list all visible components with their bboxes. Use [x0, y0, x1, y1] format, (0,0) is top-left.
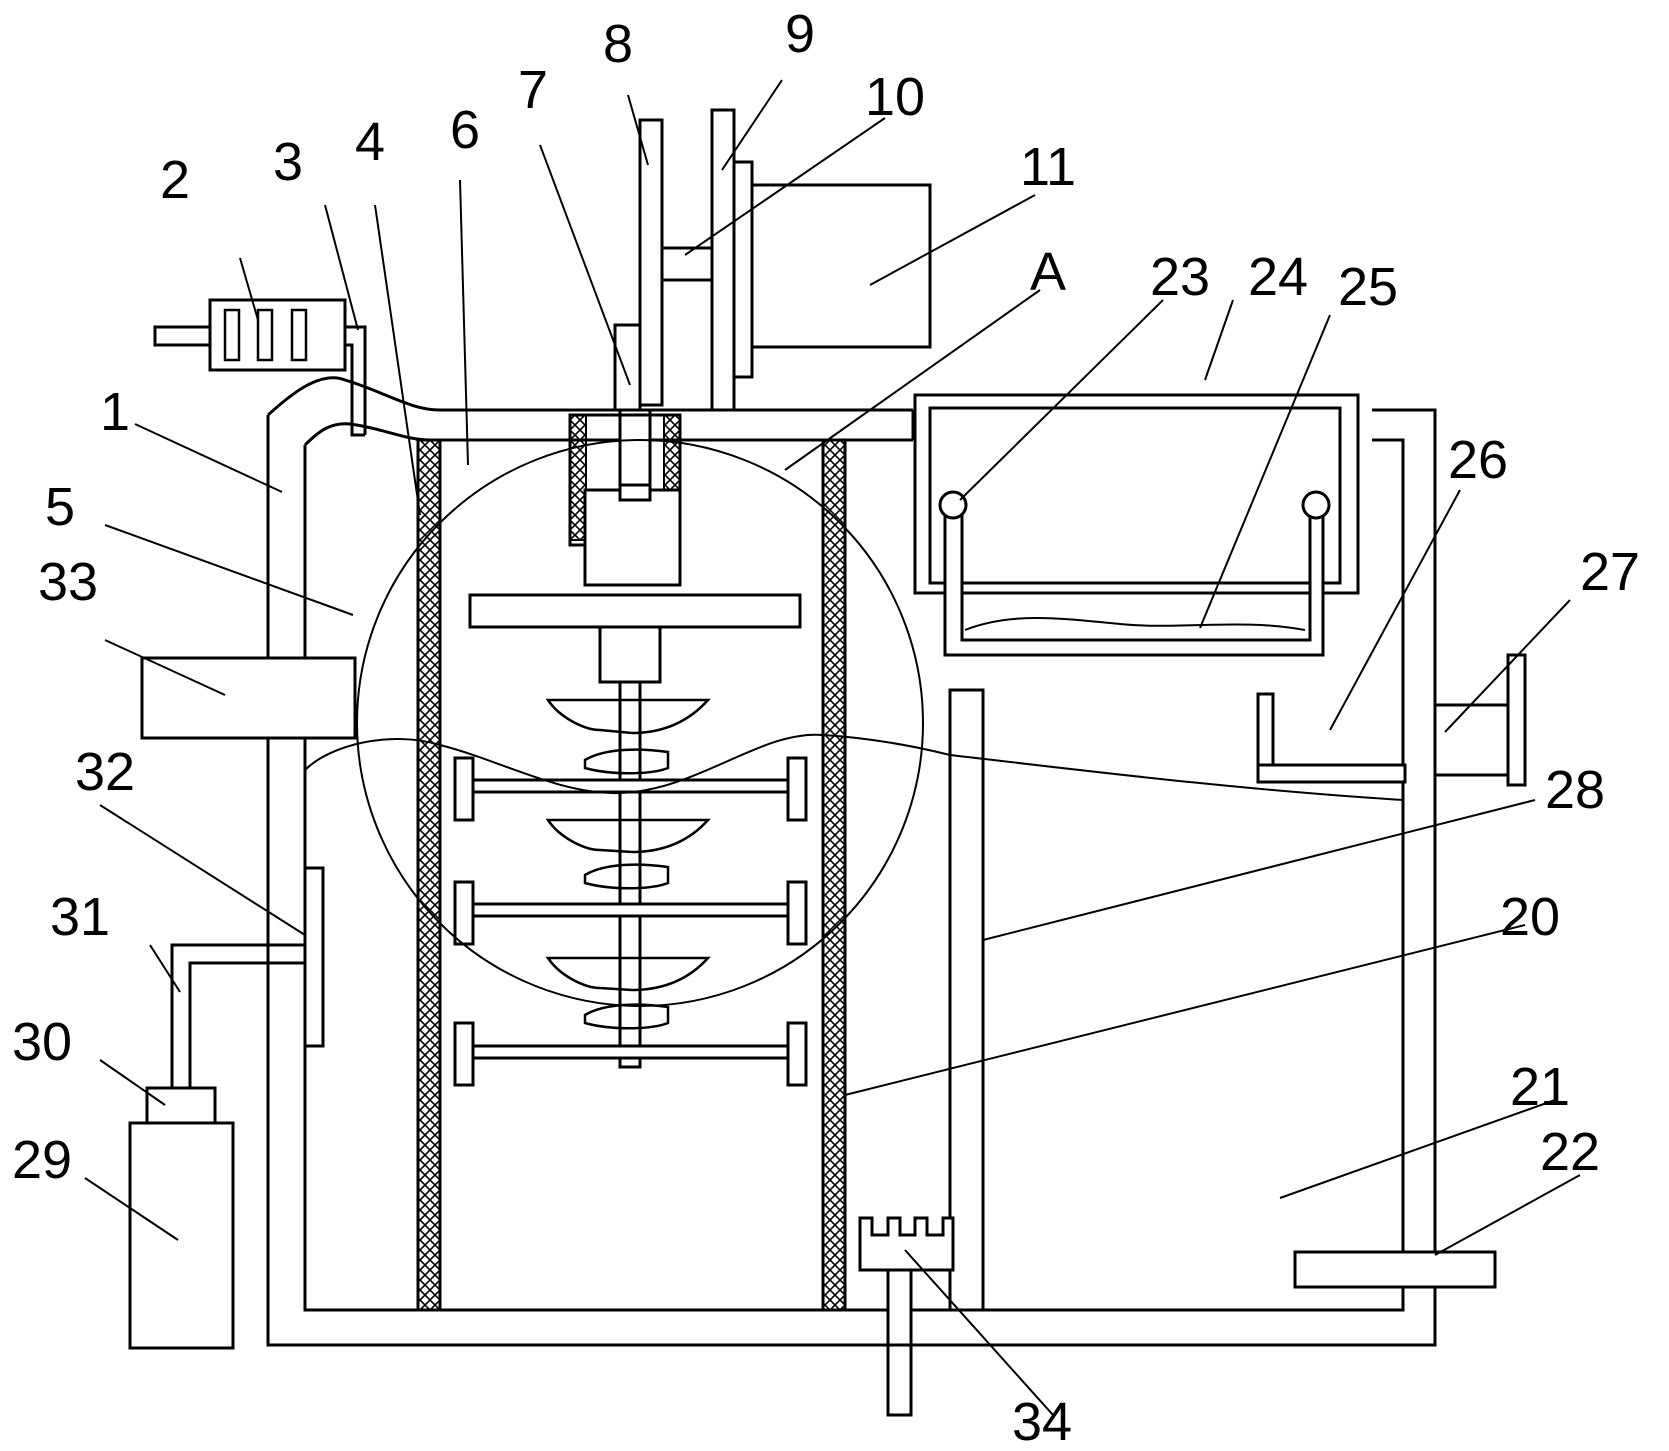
top-right-box	[913, 393, 1360, 657]
filter-mesh-left	[416, 438, 442, 1312]
label-4: 4	[355, 112, 385, 172]
label-26: 26	[1448, 430, 1508, 490]
label-6: 6	[450, 100, 480, 160]
side-outlet	[1433, 653, 1527, 787]
leader-lines	[84, 79, 1581, 1416]
label-11: 11	[1020, 137, 1076, 197]
label-10: 10	[865, 67, 925, 127]
label-7: 7	[518, 60, 548, 120]
pump-head	[145, 1086, 217, 1125]
spray-head	[303, 866, 325, 1048]
label-31: 31	[50, 887, 110, 947]
label-24: 24	[1248, 247, 1308, 307]
supply-tank	[128, 1121, 235, 1350]
partition-plate	[948, 688, 985, 1312]
label-25: 25	[1338, 257, 1398, 317]
rotor-assembly	[453, 593, 808, 1087]
label-30: 30	[12, 1012, 72, 1072]
filter-mesh-right	[821, 438, 847, 1312]
label-28: 28	[1545, 760, 1605, 820]
outlet-baffle	[1256, 692, 1407, 784]
label-5: 5	[45, 477, 75, 537]
label-9: 9	[785, 4, 815, 64]
label-32: 32	[75, 742, 135, 802]
detail-circle-a	[356, 439, 924, 1007]
label-8: 8	[603, 14, 633, 74]
inlet-pipe	[345, 325, 367, 437]
label-2: 2	[160, 150, 190, 210]
label-20: 20	[1500, 887, 1560, 947]
side-port	[140, 656, 357, 740]
liquid-level-line	[304, 733, 1404, 801]
label-22: 22	[1540, 1122, 1600, 1182]
supply-pipe	[170, 943, 305, 1088]
label-33: 33	[38, 552, 98, 612]
bottom-drain	[858, 1216, 955, 1417]
label-A: A	[1030, 242, 1066, 302]
part-labels: 1 2 3 4 5 6 7 8 9 10 11 A 23 24 25 26 27…	[12, 4, 1640, 1451]
label-3: 3	[273, 132, 303, 192]
label-27: 27	[1580, 542, 1640, 602]
drain-plate	[1293, 1250, 1497, 1289]
label-21: 21	[1510, 1057, 1570, 1117]
label-23: 23	[1150, 247, 1210, 307]
label-1: 1	[100, 382, 130, 442]
drive-assembly	[568, 108, 932, 587]
label-34: 34	[1012, 1392, 1072, 1451]
inlet-filter	[153, 298, 347, 372]
label-29: 29	[12, 1130, 72, 1190]
